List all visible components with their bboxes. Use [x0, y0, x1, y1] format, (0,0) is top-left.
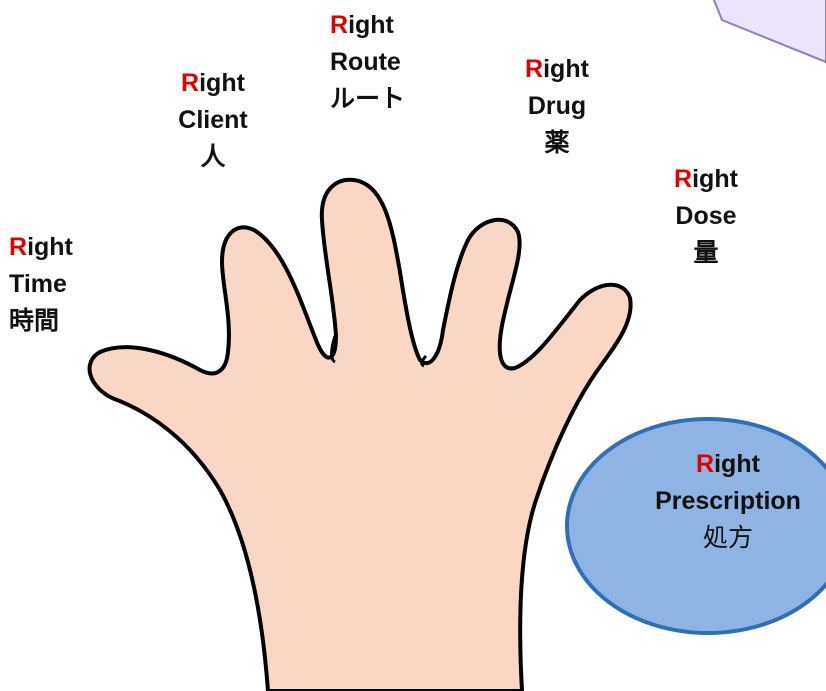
red-r: R	[330, 11, 348, 39]
red-r: R	[9, 233, 27, 261]
red-r: R	[181, 69, 199, 97]
label-jp: 時間	[9, 303, 73, 340]
label-jp: 人	[158, 139, 268, 176]
label-right-route: Right Route ルート	[330, 7, 440, 118]
label-jp: 薬	[502, 125, 612, 162]
label-rest: ight	[543, 55, 589, 83]
label-rest: ight	[199, 69, 245, 97]
hand-illustration	[90, 180, 631, 691]
label-right-prescription: Right Prescription 処方	[630, 446, 826, 557]
label-right-time: Right Time 時間	[9, 229, 73, 340]
red-r: R	[525, 55, 543, 83]
label-jp: 処方	[630, 520, 826, 557]
label-rest: ight	[692, 165, 738, 193]
label-en: Route	[330, 44, 440, 81]
label-en: Client	[158, 102, 268, 139]
label-rest: ight	[714, 450, 760, 478]
label-jp: ルート	[330, 81, 440, 118]
label-en: Drug	[502, 88, 612, 125]
red-r: R	[696, 450, 714, 478]
label-rest: ight	[27, 233, 73, 261]
label-right-client: Right Client 人	[158, 65, 268, 176]
label-jp: 量	[651, 235, 761, 272]
label-rest: ight	[348, 11, 394, 39]
label-en: Dose	[651, 198, 761, 235]
label-en: Prescription	[630, 483, 826, 520]
label-right-drug: Right Drug 薬	[502, 51, 612, 162]
callout-shape	[712, 0, 826, 62]
label-right-dose: Right Dose 量	[651, 161, 761, 272]
label-en: Time	[9, 266, 73, 303]
red-r: R	[674, 165, 692, 193]
